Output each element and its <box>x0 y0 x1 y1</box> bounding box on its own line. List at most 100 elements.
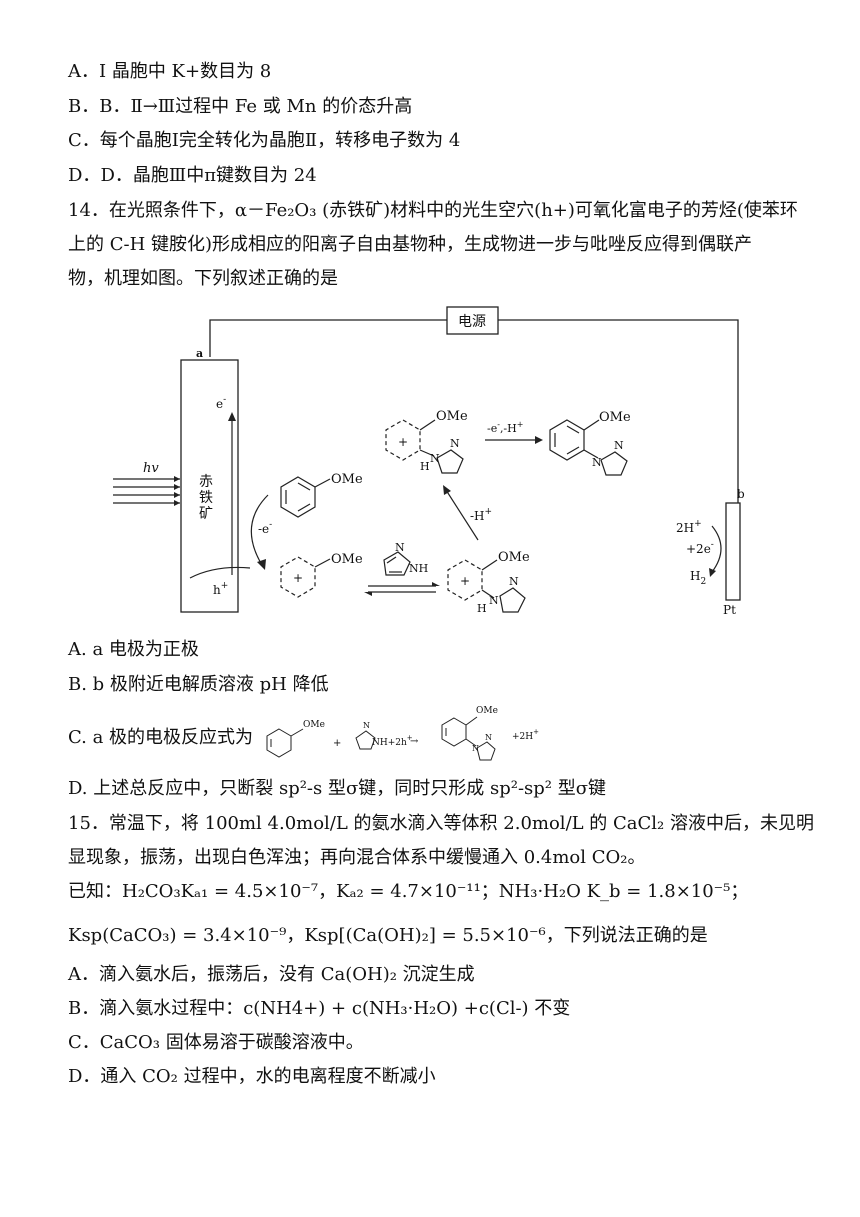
deprotonation-arrow-head <box>443 485 451 495</box>
equilibrium-head-left <box>364 592 372 596</box>
q14-number: 14． <box>68 200 109 221</box>
q15-stem-line2: 显现象，振荡，出现白色浑浊；再向混合体系中缓慢通入 0.4mol CO₂。 <box>68 847 646 868</box>
eq-pyrazole-n: N <box>363 721 370 730</box>
light-hv-label: hv <box>143 461 159 476</box>
pt-label: Pt <box>723 603 736 617</box>
q14-stem-text-1: 在光照条件下，α－Fe₂O₃ (赤铁矿)材料中的光生空穴(h+)可氧化富电子的芳… <box>108 200 798 221</box>
hematite-label-3: 矿 <box>199 506 213 522</box>
sigma-top-n1: N <box>430 452 440 465</box>
q13-option-a-text: Ⅰ 晶胞中 K+数目为 8 <box>99 61 272 82</box>
electrode-a-label: a <box>196 347 203 360</box>
eq-plus-1: + <box>333 738 341 749</box>
power-source-label: 电源 <box>458 314 486 330</box>
hematite-label-2: 铁 <box>199 490 213 506</box>
radical-ome: OMe <box>331 552 363 567</box>
sigma-top-h: H <box>420 460 430 473</box>
light-arrows <box>113 478 180 504</box>
q13-option-a: A．Ⅰ 晶胞中 K+数目为 8 <box>68 60 271 84</box>
eq-arrow: → <box>410 736 419 747</box>
q15-option-c: C．CaCO₃ 固体易溶于碳酸溶液中。 <box>68 1032 364 1053</box>
platinum-electrode <box>725 502 741 601</box>
eq-anisole-ome: OMe <box>303 720 325 730</box>
power-source-box <box>446 306 499 335</box>
electrode-b-label: b <box>737 487 745 501</box>
product-molecule <box>549 419 628 476</box>
q14-option-a: A. a 电极为正极 <box>68 639 199 660</box>
q14-stem-line3: 物，机理如图。下列叙述正确的是 <box>68 268 338 289</box>
q15-option-b: B．滴入氨水过程中：c(NH4+) + c(NH₃·H₂O) +c(Cl-) 不… <box>68 998 571 1019</box>
sigma-bottom-plus: + <box>460 574 470 588</box>
q14-option-d: D. 上述总反应中，只断裂 sp²-s 型σ键，同时只形成 sp²-sp² 型σ… <box>68 778 607 799</box>
electron-label: e- <box>216 395 226 411</box>
q15-option-a: A．滴入氨水后，振荡后，没有 Ca(OH)₂ 沉淀生成 <box>68 964 475 985</box>
pyrazole-n-top: N <box>395 541 405 554</box>
deprotonation-arrow <box>445 489 479 541</box>
circuit-wires <box>209 319 739 503</box>
q15-known-line1: 已知：H₂CO₃Kₐ₁ = 4.5×10⁻⁷，Kₐ₂ = 4.7×10⁻¹¹；N… <box>68 881 749 902</box>
q13-option-c: C．每个晶胞Ⅰ完全转化为晶胞Ⅱ，转移电子数为 4 <box>68 129 460 153</box>
anisole-molecule <box>280 476 331 518</box>
cathode-curve-arrow <box>711 525 722 573</box>
pyrazole-molecule <box>383 551 411 576</box>
final-step-label: -e-,-H+ <box>487 420 523 435</box>
q15-option-d: D．通入 CO₂ 过程中，水的电离程度不断减小 <box>68 1066 436 1087</box>
sigma-bottom-n1: N <box>509 575 519 588</box>
sigma-top-n2: N <box>450 437 460 450</box>
hematite-electrode <box>180 359 239 613</box>
q14-option-c-prefix: C. a 极的电极反应式为 <box>68 727 254 748</box>
cathode-electrons: +2e- <box>686 540 714 556</box>
q15-stem-line1: 15．常温下，将 100ml 4.0mol/L 的氨水滴入等体积 2.0mol/… <box>68 812 814 836</box>
product-n2: N <box>614 439 624 452</box>
radical-cation-molecule <box>280 556 331 598</box>
q13-option-d: D．D．晶胞Ⅲ中π键数目为 24 <box>68 164 317 188</box>
q15-known-line2: Ksp(CaCO₃) = 3.4×10⁻⁹，Ksp[(Ca(OH)₂] = 5.… <box>68 925 708 946</box>
cathode-arrow-head <box>709 568 716 577</box>
oxidation-curve-arrow <box>250 494 269 566</box>
eq-pyrazole <box>355 730 376 750</box>
electron-arrow-head <box>228 412 236 421</box>
eq-product-n1: N <box>472 744 479 753</box>
q13-option-b-text: B．Ⅱ→Ⅲ过程中 Fe 或 Mn 的价态升高 <box>99 96 413 117</box>
q14-option-b: B. b 极附近电解质溶液 pH 降低 <box>68 674 329 695</box>
q13-option-c-label: C． <box>68 130 100 151</box>
equilibrium-head-right <box>432 582 440 586</box>
sigma-top-plus: + <box>398 435 408 449</box>
radical-plus: + <box>293 571 303 585</box>
q14-stem-line2: 上的 C-H 键胺化)形成相应的阳离子自由基物种，生成物进一步与吡唑反应得到偶联… <box>68 234 753 255</box>
q13-option-d-text: D．晶胞Ⅲ中π键数目为 24 <box>100 165 317 186</box>
sigma-complex-bottom <box>447 559 526 613</box>
light-arrow-heads <box>174 476 180 506</box>
sigma-complex-top <box>385 419 464 474</box>
minus-e-label: -e- <box>258 520 272 536</box>
sigma-top-ome: OMe <box>436 409 468 424</box>
equilibrium-arrows <box>368 585 436 593</box>
q14-option-c: C. a 极的电极反应式为 <box>68 726 253 750</box>
oxidation-arrow-head <box>257 559 266 570</box>
sigma-bottom-ome: OMe <box>498 550 530 565</box>
q13-option-c-text: 每个晶胞Ⅰ完全转化为晶胞Ⅱ，转移电子数为 4 <box>99 130 461 151</box>
sigma-bottom-h: H <box>477 602 487 615</box>
q15-stem-text-1: 常温下，将 100ml 4.0mol/L 的氨水滴入等体积 2.0mol/L 的… <box>108 813 814 834</box>
hematite-label-1: 赤 <box>199 474 213 490</box>
product-n1: N <box>592 456 602 469</box>
eq-product <box>441 716 496 761</box>
pyrazole-nh: NH <box>409 562 428 575</box>
q15-number: 15． <box>68 813 109 834</box>
q13-option-a-label: A． <box>68 61 99 82</box>
sigma-bottom-n2: N <box>489 594 499 607</box>
eq-nh-2h: NH+2h+ <box>372 734 413 748</box>
eq-product-ome: OMe <box>476 706 498 716</box>
anisole-ome: OMe <box>331 472 363 487</box>
hole-curve <box>189 566 251 579</box>
q13-option-b: B．B．Ⅱ→Ⅲ过程中 Fe 或 Mn 的价态升高 <box>68 95 412 119</box>
final-step-arrow-head <box>535 436 543 444</box>
product-ome: OMe <box>599 410 631 425</box>
eq-end: +2H+ <box>512 728 539 742</box>
eq-product-n2: N <box>485 733 492 742</box>
eq-anisole <box>266 728 304 758</box>
q13-option-b-label: B． <box>68 96 100 117</box>
q13-option-d-label: D． <box>68 165 101 186</box>
q14-stem-line1: 14．在光照条件下，α－Fe₂O₃ (赤铁矿)材料中的光生空穴(h+)可氧化富电… <box>68 199 798 223</box>
